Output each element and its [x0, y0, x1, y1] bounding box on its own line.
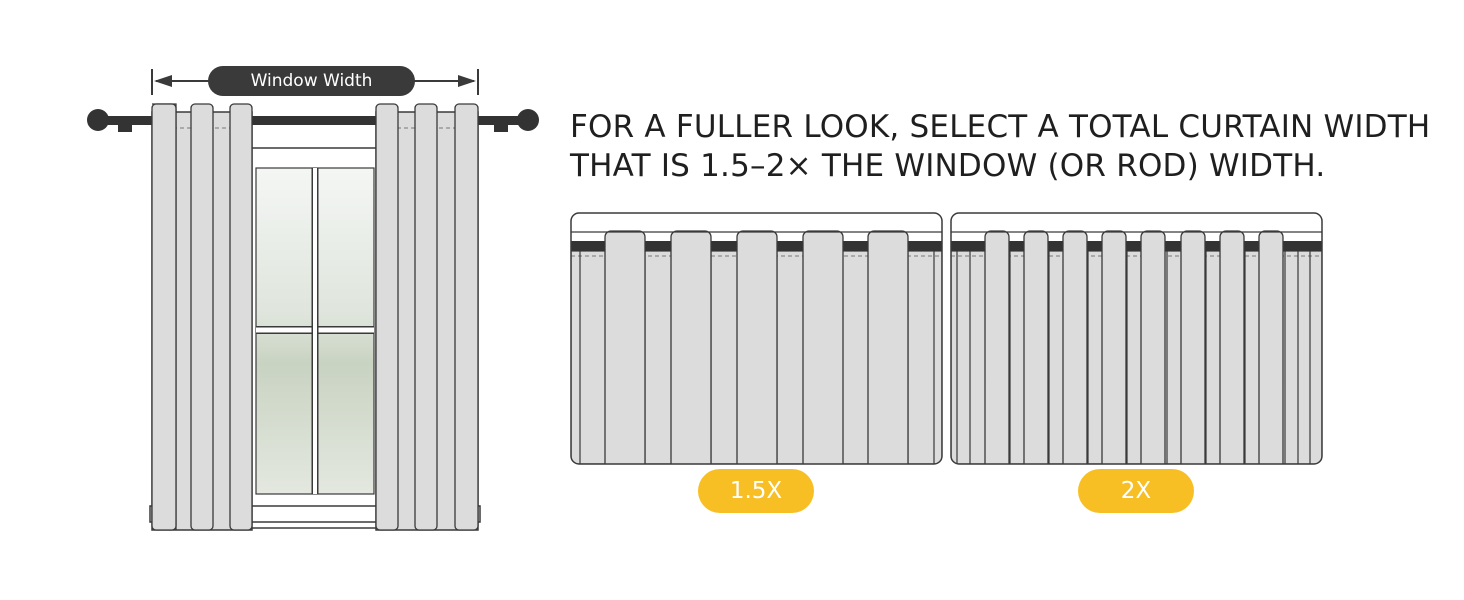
headline-line-1: FOR A FULLER LOOK, SELECT A TOTAL CURTAI… [570, 109, 1431, 145]
pleat [1140, 230, 1166, 464]
pleat [1219, 230, 1245, 464]
pleat [1062, 230, 1088, 464]
pleat [736, 230, 778, 464]
fullness-1-5x-box [570, 212, 943, 465]
window-width-label: Window Width [208, 66, 415, 96]
pleat [984, 230, 1010, 464]
pleat [670, 230, 712, 464]
rod [951, 241, 1322, 251]
window-width-dimension [151, 69, 479, 95]
pleat [1258, 230, 1284, 464]
fullness-2x-box [950, 212, 1323, 465]
headline: FOR A FULLER LOOK, SELECT A TOTAL CURTAI… [570, 108, 1450, 186]
window [149, 147, 481, 529]
pleat [867, 230, 909, 464]
pleat [802, 230, 844, 464]
fullness-2x-badge: 2X [1078, 469, 1194, 513]
pleat [604, 230, 646, 464]
pleat [1023, 230, 1049, 464]
left-curtain-panel [151, 103, 253, 531]
headline-line-2: THAT IS 1.5–2× THE WINDOW (OR ROD) WIDTH… [570, 148, 1326, 184]
fullness-1-5x-badge: 1.5X [698, 469, 814, 513]
right-curtain-panel [375, 103, 479, 531]
pleat [1180, 230, 1206, 464]
pleat [1101, 230, 1127, 464]
